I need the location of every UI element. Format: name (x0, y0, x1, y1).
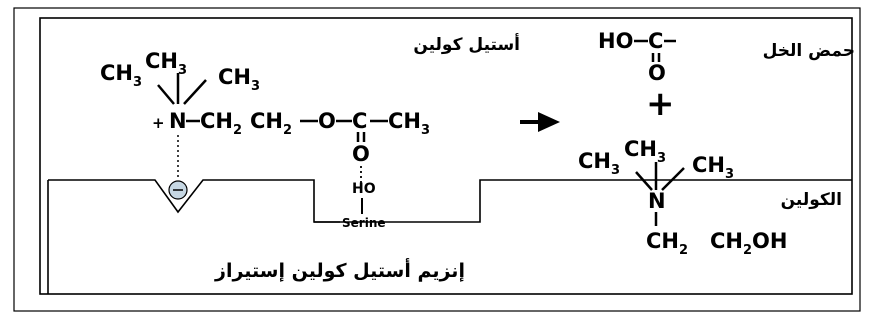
serine-label: Serine (342, 216, 386, 230)
serine-ho: HO (352, 181, 376, 197)
acetylcholine-label: أستيل كولين (413, 33, 520, 55)
acetic-acid-label: حمض الخل (763, 41, 855, 61)
acetic-acid-molecule: HO C O (598, 29, 676, 85)
bond (635, 171, 653, 191)
ach-bond-right (183, 79, 207, 105)
plus-sign: + (646, 84, 675, 124)
acetic-c: C (648, 29, 663, 53)
inner-frame (39, 17, 853, 295)
ach-bond-left (157, 84, 175, 105)
enzyme-label: إنزيم أستيل كولين إستيراز (214, 258, 465, 282)
reaction-arrow (520, 112, 560, 132)
ach-c: C (352, 109, 367, 133)
ach-carbonyl-o: O (352, 142, 370, 166)
polygon (538, 112, 560, 132)
choline-n: N (648, 189, 666, 213)
choline-label: الكولين (781, 190, 842, 210)
acetic-o: O (648, 61, 666, 85)
bond (661, 167, 685, 191)
ach-plus: + (152, 114, 165, 132)
ach-n: N (169, 109, 187, 133)
enzyme-surface-outline (48, 179, 852, 223)
acetic-ho: HO (598, 29, 633, 53)
ach-o: O (318, 109, 336, 133)
